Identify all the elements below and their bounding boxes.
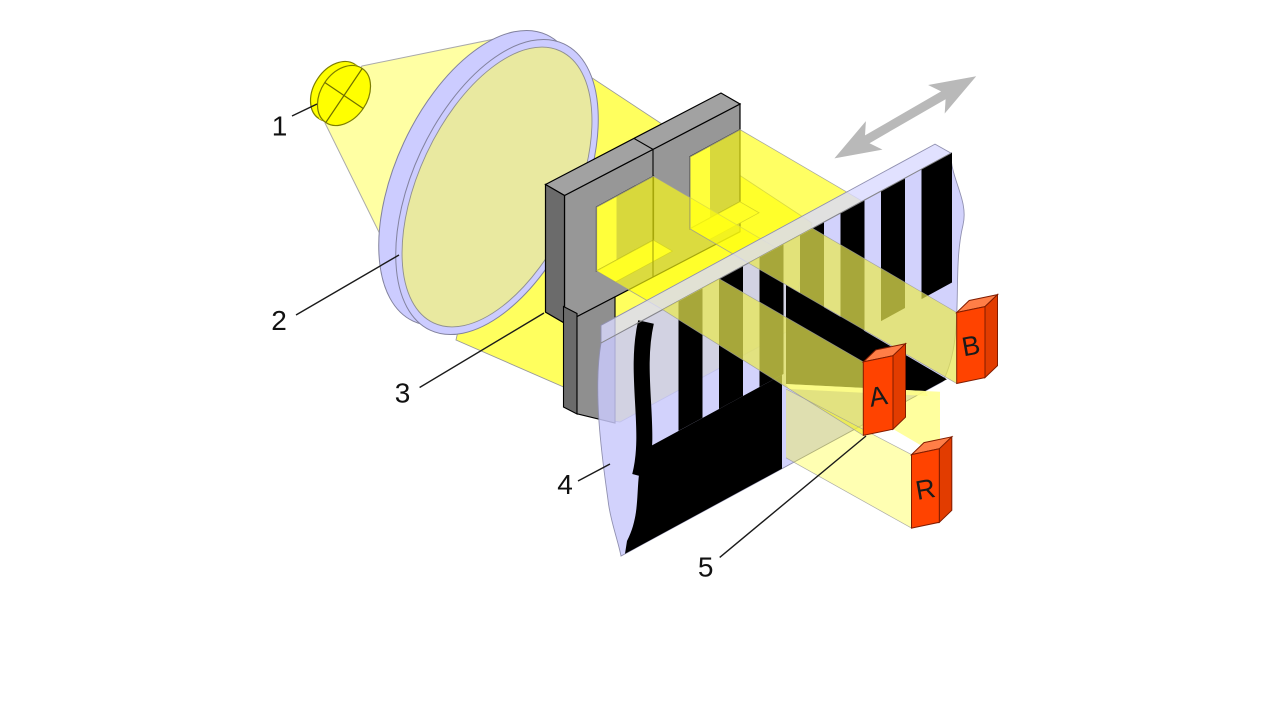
svg-text:5: 5 — [698, 552, 714, 583]
svg-text:3: 3 — [395, 378, 411, 409]
svg-text:B: B — [959, 330, 982, 363]
svg-text:2: 2 — [271, 305, 287, 336]
svg-text:1: 1 — [272, 111, 288, 142]
svg-text:4: 4 — [557, 469, 573, 500]
svg-text:A: A — [867, 380, 890, 413]
